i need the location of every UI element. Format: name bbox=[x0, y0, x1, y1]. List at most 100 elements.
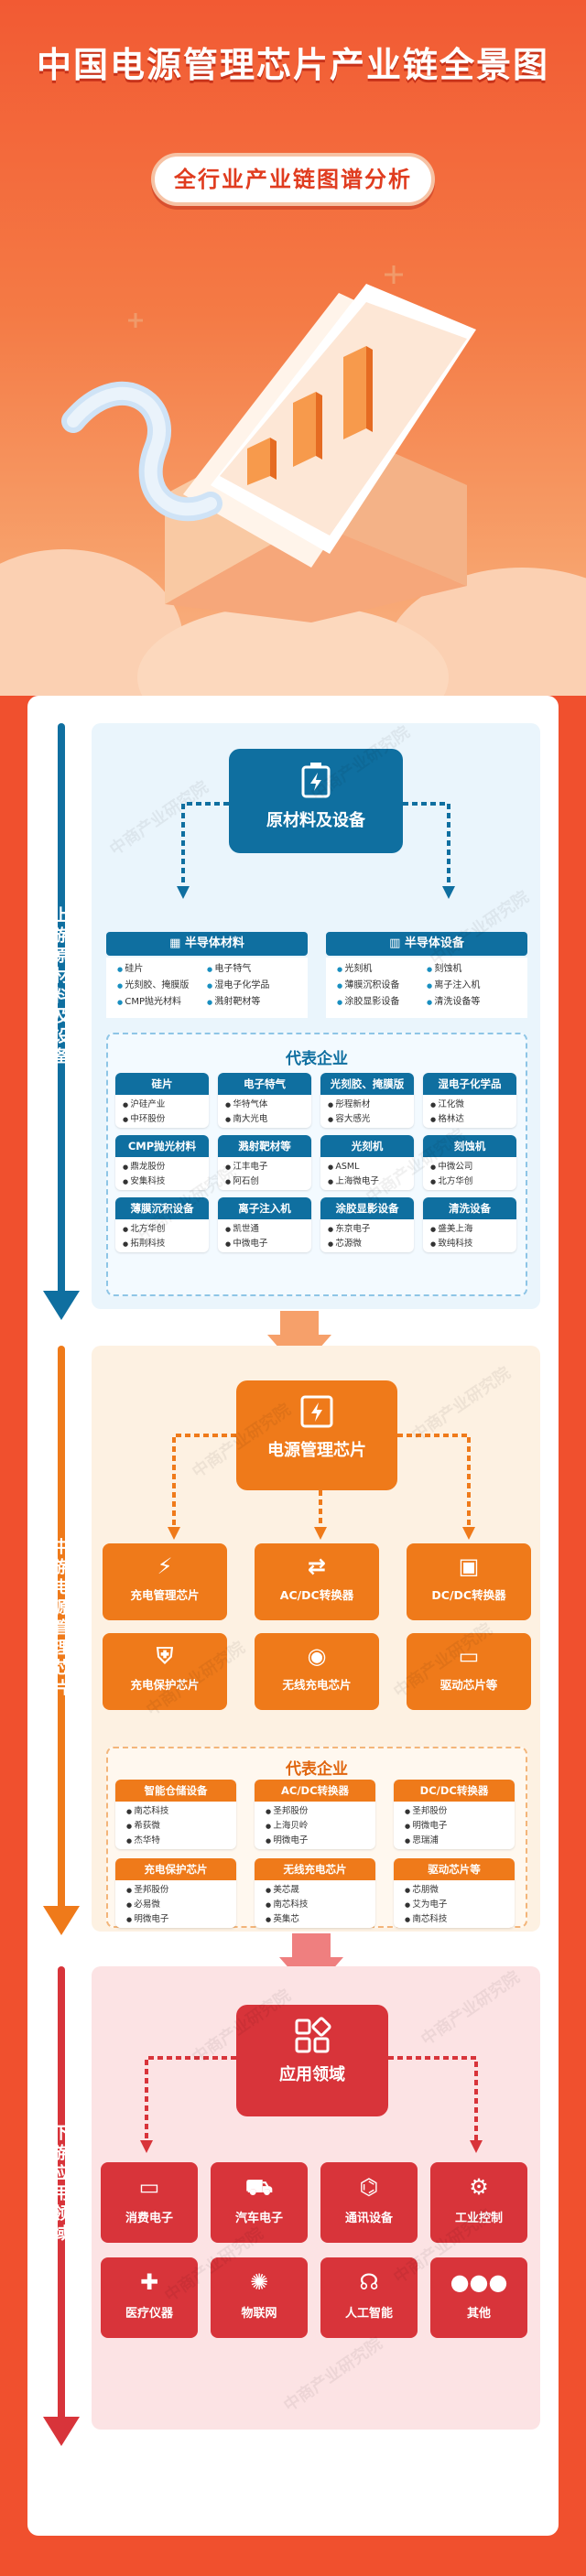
card-header: AC/DC转换器 bbox=[255, 1780, 375, 1802]
tile-label: 汽车电子 bbox=[234, 2212, 283, 2225]
downstream-application-tile: ⛟ 汽车电子 bbox=[211, 2162, 308, 2243]
tile-label: 医疗仪器 bbox=[125, 2307, 173, 2321]
company-name: 芯朋微 bbox=[405, 1883, 504, 1898]
car-icon: ⛟ bbox=[244, 2174, 274, 2200]
upstream-company-card: 光刻胶、掩膜版彤程新材容大感光 bbox=[320, 1073, 414, 1128]
apps-grid-icon bbox=[295, 2017, 331, 2053]
company-name: 明微电子 bbox=[405, 1819, 504, 1834]
company-name: 北方华创 bbox=[123, 1222, 201, 1237]
upstream-company-card: 离子注入机凯世通中微电子 bbox=[218, 1197, 311, 1252]
company-name: 江丰电子 bbox=[225, 1160, 304, 1174]
upstream-rep-title: 代表企业 bbox=[286, 1050, 348, 1068]
midstream-branch bbox=[168, 1434, 475, 1540]
footer-line-2: 订购各行业产业链招商研究报告、产业链招商指南、产业链 bbox=[114, 2473, 472, 2487]
footer-line-3: 两图两库两池等！ bbox=[238, 2500, 348, 2515]
downstream-application-tile: ✺物联网 bbox=[211, 2257, 308, 2338]
tile-label: 充电保护芯片 bbox=[130, 1678, 200, 1692]
card-body: 彤程新材容大感光 bbox=[320, 1095, 414, 1128]
tile-label: AC/DC转换器 bbox=[279, 1588, 354, 1602]
downstream-application-tile: ✚ 医疗仪器 bbox=[101, 2257, 198, 2338]
upstream-company-card: CMP抛光材料鼎龙股份安集科技 bbox=[115, 1135, 209, 1190]
company-name: 南芯科技 bbox=[266, 1898, 364, 1912]
card-header: 刻蚀机 bbox=[423, 1135, 516, 1157]
company-name: 彤程新材 bbox=[328, 1098, 407, 1112]
company-name: 南芯科技 bbox=[405, 1912, 504, 1927]
tile-label: 消费电子 bbox=[125, 2212, 173, 2225]
materials-list: 硅片 电子特气 光刻胶、掩膜版 湿电子化学品 CMP抛光材料 溅射靶材等 bbox=[106, 958, 308, 1018]
card-header: CMP抛光材料 bbox=[115, 1135, 209, 1157]
company-name: 南芯科技 bbox=[126, 1804, 225, 1819]
tile-label: 工业控制 bbox=[454, 2212, 503, 2225]
company-name: 东京电子 bbox=[328, 1222, 407, 1237]
company-name: 英集芯 bbox=[266, 1912, 364, 1927]
medical-icon: ✚ bbox=[139, 2269, 159, 2295]
card-body: 圣邦股份上海贝岭明微电子 bbox=[255, 1802, 375, 1849]
card-body: 北方华创拓荆科技 bbox=[115, 1219, 209, 1252]
equipment-header: ▥ 半导体设备 bbox=[326, 932, 527, 956]
wireless-charge-icon: ◉ bbox=[307, 1643, 327, 1669]
card-header: 涂胶显影设备 bbox=[320, 1197, 414, 1219]
card-header: 充电保护芯片 bbox=[115, 1858, 236, 1880]
downstream-application-tile: ▭消费电子 bbox=[101, 2162, 198, 2243]
company-name: 容大感光 bbox=[328, 1112, 407, 1127]
card-body: 中微公司北方华创 bbox=[423, 1157, 516, 1190]
company-name: 思瑞浦 bbox=[405, 1834, 504, 1848]
ai-head-icon: ☊ bbox=[359, 2269, 379, 2295]
company-name: 上海贝岭 bbox=[266, 1819, 364, 1834]
card-header: 湿电子化学品 bbox=[423, 1073, 516, 1095]
midstream-arrow-head bbox=[43, 1906, 80, 1935]
ac-dc-icon: ⇄ bbox=[307, 1553, 327, 1579]
card-header: 智能仓储设备 bbox=[115, 1780, 236, 1802]
company-name: 鼎龙股份 bbox=[123, 1160, 201, 1174]
card-body: 圣邦股份必易微明微电子 bbox=[115, 1880, 236, 1928]
company-name: 中环股份 bbox=[123, 1112, 201, 1127]
company-name: 美芯晟 bbox=[266, 1883, 364, 1898]
company-name: 希荻微 bbox=[126, 1819, 225, 1834]
midstream-hub: 电源管理芯片 bbox=[236, 1380, 397, 1490]
midstream-company-card: AC/DC转换器圣邦股份上海贝岭明微电子 bbox=[255, 1780, 375, 1849]
company-name: 拓荆科技 bbox=[123, 1237, 201, 1251]
midstream-category-tile: ⛨充电保护芯片 bbox=[103, 1633, 227, 1710]
downstream-side-label: 下游：应用领域 bbox=[50, 2124, 83, 2244]
midstream-category-tile: ⇄ AC/DC转换器 bbox=[255, 1543, 379, 1620]
company-name: 沪硅产业 bbox=[123, 1098, 201, 1112]
card-body: 华特气体南大光电 bbox=[218, 1095, 311, 1128]
card-body: 东京电子芯源微 bbox=[320, 1219, 414, 1252]
power-chip-icon bbox=[300, 1395, 333, 1428]
upstream-hub: 原材料及设备 bbox=[229, 749, 403, 853]
card-body: 圣邦股份明微电子思瑞浦 bbox=[394, 1802, 515, 1849]
company-name: 必易微 bbox=[126, 1898, 225, 1912]
tile-label: 其他 bbox=[466, 2307, 491, 2321]
upstream-arrow-head bbox=[43, 1291, 80, 1320]
card-body: 江丰电子阿石创 bbox=[218, 1157, 311, 1190]
upstream-branch bbox=[177, 802, 455, 899]
midstream-company-card: 驱动芯片等芯朋微艾为电子南芯科技 bbox=[394, 1858, 515, 1928]
upstream-company-card: 刻蚀机中微公司北方华创 bbox=[423, 1135, 516, 1190]
card-body: 南芯科技希荻微杰华特 bbox=[115, 1802, 236, 1849]
downstream-application-tile: ●●● 其他 bbox=[430, 2257, 527, 2338]
upstream-company-card: 电子特气华特气体南大光电 bbox=[218, 1073, 311, 1128]
company-name: 阿石创 bbox=[225, 1174, 304, 1189]
more-icon: ●●● bbox=[450, 2269, 508, 2295]
footer-line-1: 更多产业情报可登录中商情报网（www.askci.com） bbox=[127, 2445, 459, 2460]
card-header: 薄膜沉积设备 bbox=[115, 1197, 209, 1219]
upstream-company-card: 光刻机ASML上海微电子 bbox=[320, 1135, 414, 1190]
company-name: 江化微 bbox=[430, 1098, 509, 1112]
upstream-company-card: 清洗设备盛美上海致纯科技 bbox=[423, 1197, 516, 1252]
company-name: 艾为电子 bbox=[405, 1898, 504, 1912]
company-name: 上海微电子 bbox=[328, 1174, 407, 1189]
card-header: 无线充电芯片 bbox=[255, 1858, 375, 1880]
robot-arm-icon: ⚙ bbox=[469, 2174, 489, 2200]
company-name: 杰华特 bbox=[126, 1834, 225, 1848]
card-header: DC/DC转换器 bbox=[394, 1780, 515, 1802]
battery-icon bbox=[301, 763, 331, 798]
downstream-application-tile: ⌬通讯设备 bbox=[320, 2162, 418, 2243]
downstream-arrow-head bbox=[43, 2417, 80, 2446]
company-name: 格林达 bbox=[430, 1112, 509, 1127]
tile-label: 物联网 bbox=[241, 2307, 277, 2321]
company-name: 中微公司 bbox=[430, 1160, 509, 1174]
midstream-category-tile: ▣DC/DC转换器 bbox=[407, 1543, 531, 1620]
card-header: 驱动芯片等 bbox=[394, 1858, 515, 1880]
card-body: 芯朋微艾为电子南芯科技 bbox=[394, 1880, 515, 1928]
company-name: ASML bbox=[328, 1160, 407, 1174]
